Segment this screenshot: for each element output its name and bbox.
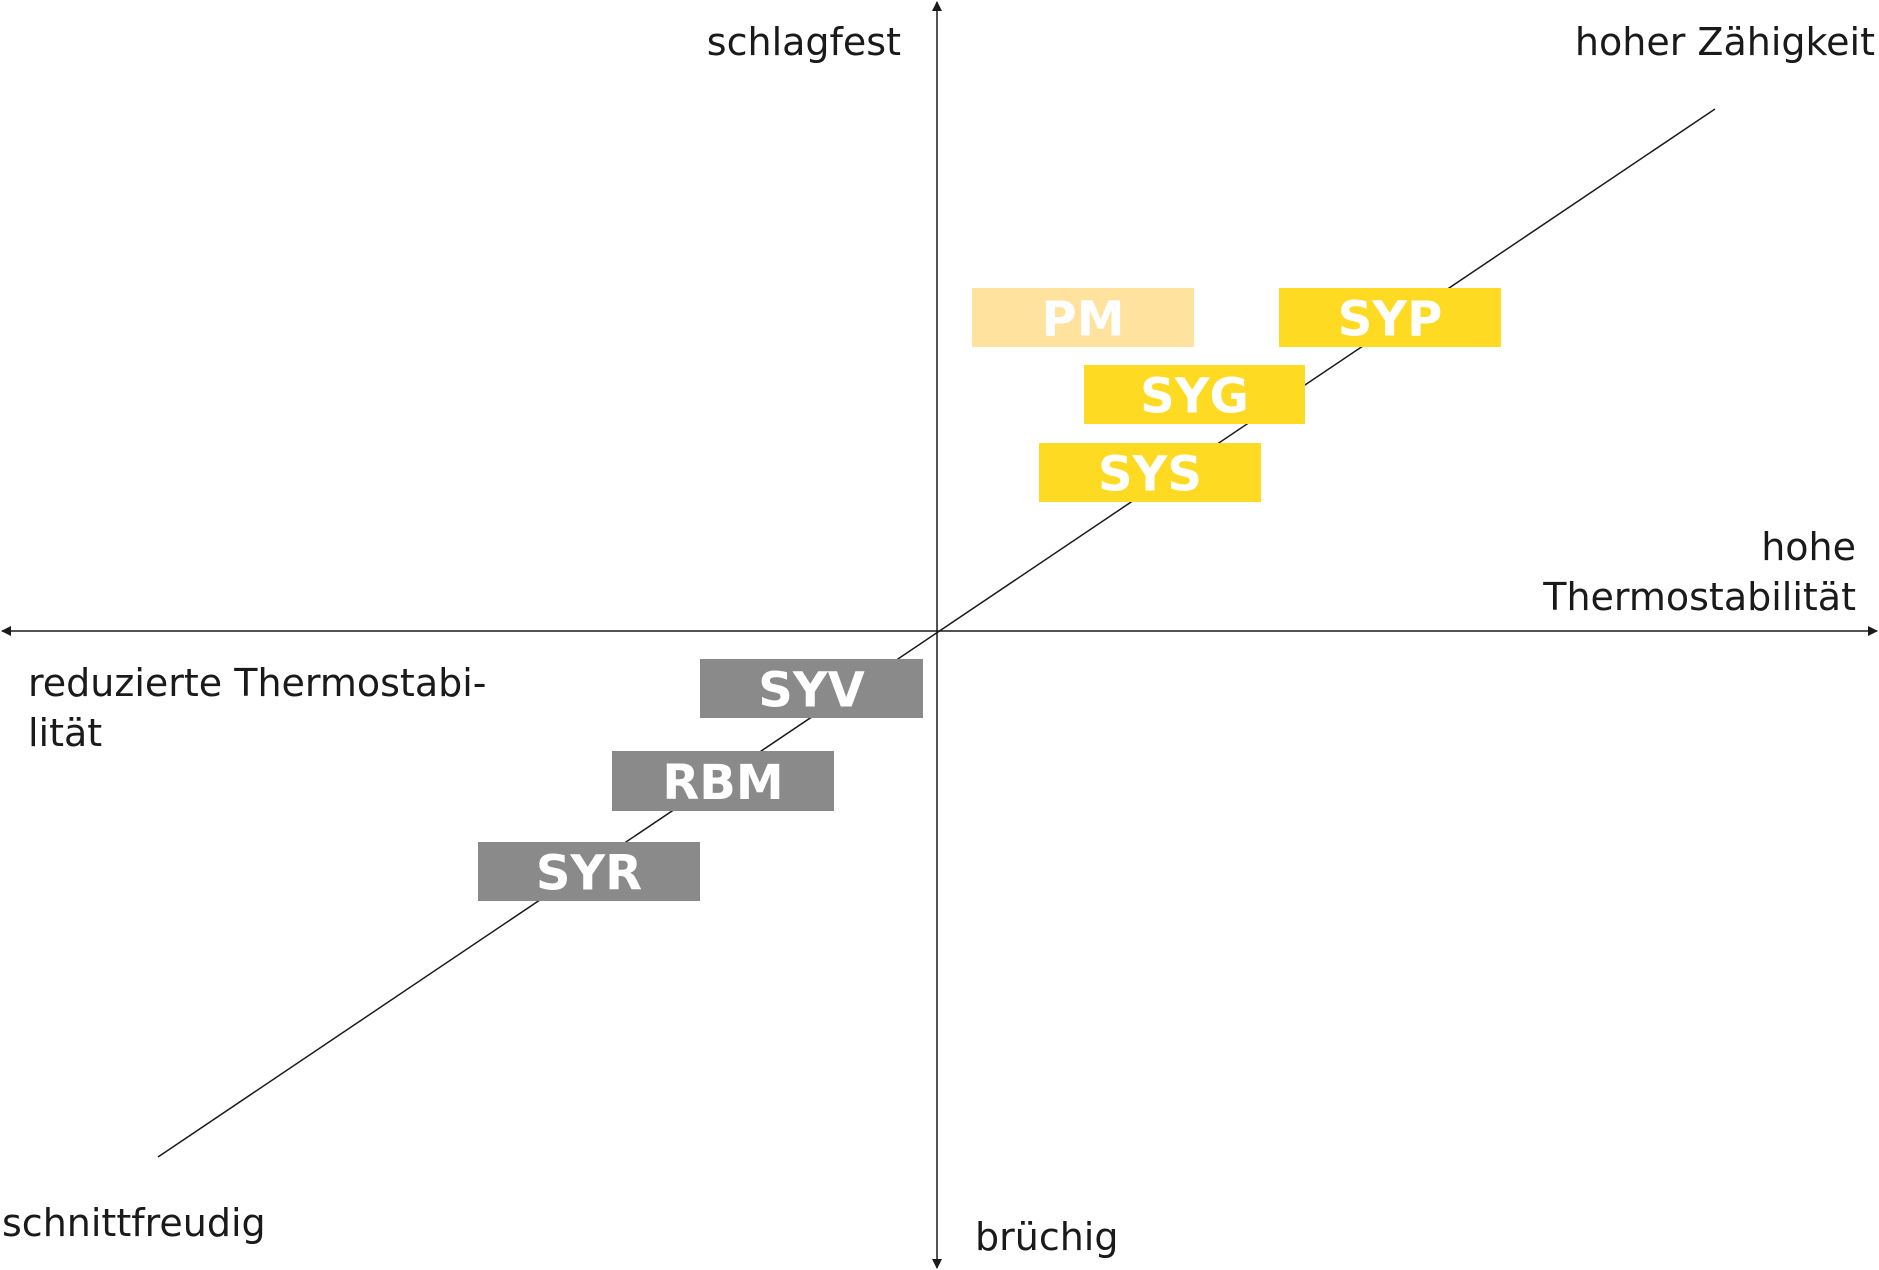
badge-pm-box [972, 288, 1194, 347]
badge-rbm-box [612, 751, 834, 811]
badge-rbm-label: RBM [662, 755, 783, 811]
badge-pm: PM [972, 288, 1194, 348]
badge-syg-label: SYG [1140, 369, 1249, 425]
badge-sys-box [1039, 443, 1261, 502]
badge-syv: SYV [700, 659, 923, 719]
badge-syv-box [700, 659, 923, 718]
badge-syp-label: SYP [1338, 292, 1443, 348]
axis-label-bottom: brüchig [975, 1215, 1118, 1259]
badge-syr: SYR [478, 842, 700, 902]
diagonal-label-top: hoher Zähigkeit [1575, 20, 1875, 64]
badge-syr-label: SYR [536, 846, 642, 902]
badge-sys: SYS [1039, 443, 1261, 503]
axis-label-right-line2: Thermostabilität [1542, 575, 1856, 619]
badge-sys-label: SYS [1098, 447, 1202, 503]
badge-syp: SYP [1279, 288, 1501, 348]
badge-rbm: RBM [612, 751, 834, 811]
badge-syg: SYG [1084, 365, 1305, 425]
badge-syg-box [1084, 365, 1305, 424]
badge-pm-label: PM [1042, 292, 1125, 348]
badge-syv-label: SYV [758, 663, 864, 719]
axis-label-right-line1: hohe [1761, 525, 1856, 569]
axis-label-left-line1: reduzierte Thermostabi- [28, 661, 487, 705]
axis-label-top: schlagfest [707, 20, 901, 64]
axis-label-left-line2: lität [28, 711, 102, 755]
diagonal-label-bottom: schnittfreudig [2, 1201, 266, 1245]
badge-syr-box [478, 842, 700, 901]
badge-syp-box [1279, 288, 1501, 347]
